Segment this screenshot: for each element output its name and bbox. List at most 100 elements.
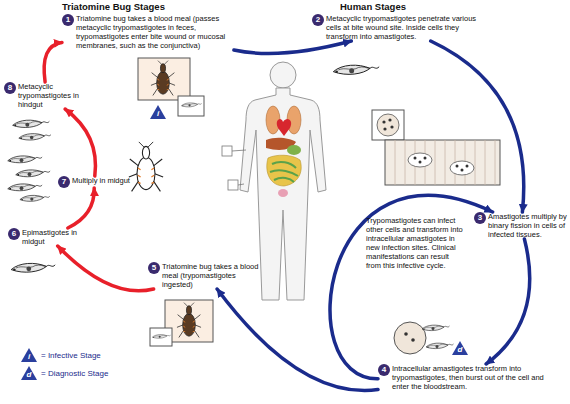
- blood-meal-illustration: [152, 335, 170, 339]
- cycle-arrow: [330, 195, 493, 378]
- edge-label: Trypomastigotes can infect other cells a…: [366, 216, 466, 270]
- human-figure: [266, 106, 280, 134]
- bursting-cell: [394, 322, 426, 354]
- dividing-epimastigotes: [8, 184, 42, 191]
- infected-tissue: [408, 153, 432, 167]
- legend-entry: = Infective Stage: [41, 351, 101, 361]
- legend-marker-letter: i: [21, 352, 37, 361]
- bursting-cell: [411, 338, 415, 342]
- stage-text: Amastigotes multiply by binary fission i…: [488, 212, 568, 239]
- infected-tissue: [419, 161, 422, 164]
- infected-tissue: [450, 161, 474, 175]
- bite-illustration: [178, 96, 204, 116]
- section-heading: Triatomine Bug Stages: [62, 1, 165, 12]
- human-figure: [232, 150, 246, 151]
- triatomine-bug-drawing: [129, 142, 163, 192]
- callout-number: 6: [8, 228, 20, 240]
- infected-tissue: [372, 110, 500, 185]
- infected-tissue: [390, 125, 393, 128]
- human-figure: [270, 62, 296, 88]
- legend-text: = Infective Stage: [41, 351, 101, 360]
- callout-number: 1: [62, 14, 74, 26]
- infected-tissue: [461, 169, 464, 172]
- stage-text: Multiply in midgut: [72, 176, 130, 185]
- human-figure: [267, 155, 301, 186]
- metacyclic-trypomastigotes: [13, 120, 51, 140]
- callout-number: 8: [4, 82, 16, 94]
- stage-box: 5Triatomine bug takes a blood meal (tryp…: [148, 262, 266, 289]
- dividing-epimastigotes: [20, 195, 50, 201]
- stage-box: 2Metacyclic trypomastigotes penetrate va…: [312, 14, 492, 41]
- metacyclic-trypomastigotes: [13, 120, 50, 127]
- human-figure: [287, 145, 301, 155]
- stage-text: Triatomine bug takes a blood meal (trypo…: [162, 262, 266, 289]
- stage-marker-letter: i: [150, 109, 166, 118]
- human-figure: [270, 162, 298, 182]
- infected-tissue: [414, 157, 417, 160]
- stage-text: Metacyclic trypomastigotes penetrate var…: [326, 14, 492, 41]
- dividing-epimastigotes: [8, 156, 50, 201]
- section-heading: Human Stages: [340, 1, 406, 12]
- legend-entry: = Diagnostic Stage: [41, 369, 108, 379]
- infected-tissue: [456, 165, 459, 168]
- penetrating-trypomastigote: [333, 65, 379, 74]
- legend-text: = Diagnostic Stage: [41, 369, 108, 378]
- infected-tissue: [372, 110, 404, 140]
- callout-number: 4: [378, 364, 390, 376]
- infected-tissue: [388, 118, 391, 121]
- human-figure: [238, 184, 244, 185]
- bursting-cell: [422, 325, 450, 330]
- dividing-epimastigotes: [16, 170, 50, 177]
- stage-box: 6Epimastigotes in midgut: [8, 228, 90, 246]
- cycle-arrow: [68, 188, 94, 228]
- callout-number: 3: [474, 212, 486, 224]
- stage-box: 4Intracellular amastigotes transform int…: [378, 364, 558, 391]
- human-figure: [277, 119, 291, 136]
- stage-text: Intracellular amastigotes transform into…: [392, 364, 558, 391]
- stage-text: Metacyclic trypomastigotes in hindgut: [18, 82, 90, 109]
- cycle-arrow: [65, 109, 95, 176]
- infected-tissue: [383, 127, 386, 130]
- bite-illustration: [181, 103, 201, 107]
- blood-meal-illustration: [150, 328, 172, 346]
- bursting-cell: [452, 341, 468, 355]
- stage-marker-letter: d: [452, 345, 468, 354]
- human-figure: [228, 180, 238, 190]
- stage-box: 3Amastigotes multiply by binary fission …: [474, 212, 568, 239]
- stage-text: Triatomine bug takes a blood meal (passe…: [76, 14, 240, 50]
- infected-tissue: [424, 157, 427, 160]
- callout-number: 5: [148, 262, 160, 274]
- bite-illustration: [151, 61, 175, 96]
- stage-box: 1Triatomine bug takes a blood meal (pass…: [62, 14, 240, 50]
- infected-tissue: [395, 140, 495, 185]
- bite-illustration: [138, 58, 204, 119]
- stage-box: 7Multiply in midgut: [58, 176, 130, 188]
- human-figure: [222, 146, 232, 156]
- cycle-arrow: [234, 41, 351, 53]
- bite-illustration: [150, 105, 166, 119]
- stage-box: 8Metacyclic trypomastigotes in hindgut: [4, 82, 90, 109]
- penetrating-trypomastigote: [333, 65, 379, 74]
- callout-number: 7: [58, 176, 70, 188]
- callout-number: 2: [312, 14, 324, 26]
- cycle-arrow: [58, 246, 154, 291]
- legend-symbols: [21, 348, 37, 380]
- bite-illustration: [138, 58, 190, 100]
- bursting-cell: [394, 322, 468, 355]
- dividing-epimastigotes: [8, 156, 42, 163]
- infected-tissue: [466, 165, 469, 168]
- triatomine-bug-drawing: [129, 142, 163, 192]
- cycle-arrow: [431, 41, 524, 212]
- human-figure: [278, 189, 288, 197]
- legend-symbols: [21, 366, 37, 380]
- cycle-arrow: [486, 239, 530, 364]
- legend-symbols: [21, 348, 37, 362]
- blood-meal-illustration: [177, 303, 201, 338]
- legend-marker-letter: d: [21, 370, 37, 379]
- bursting-cell: [404, 332, 408, 336]
- bursting-cell: [426, 343, 454, 348]
- blood-meal-illustration: [150, 300, 213, 346]
